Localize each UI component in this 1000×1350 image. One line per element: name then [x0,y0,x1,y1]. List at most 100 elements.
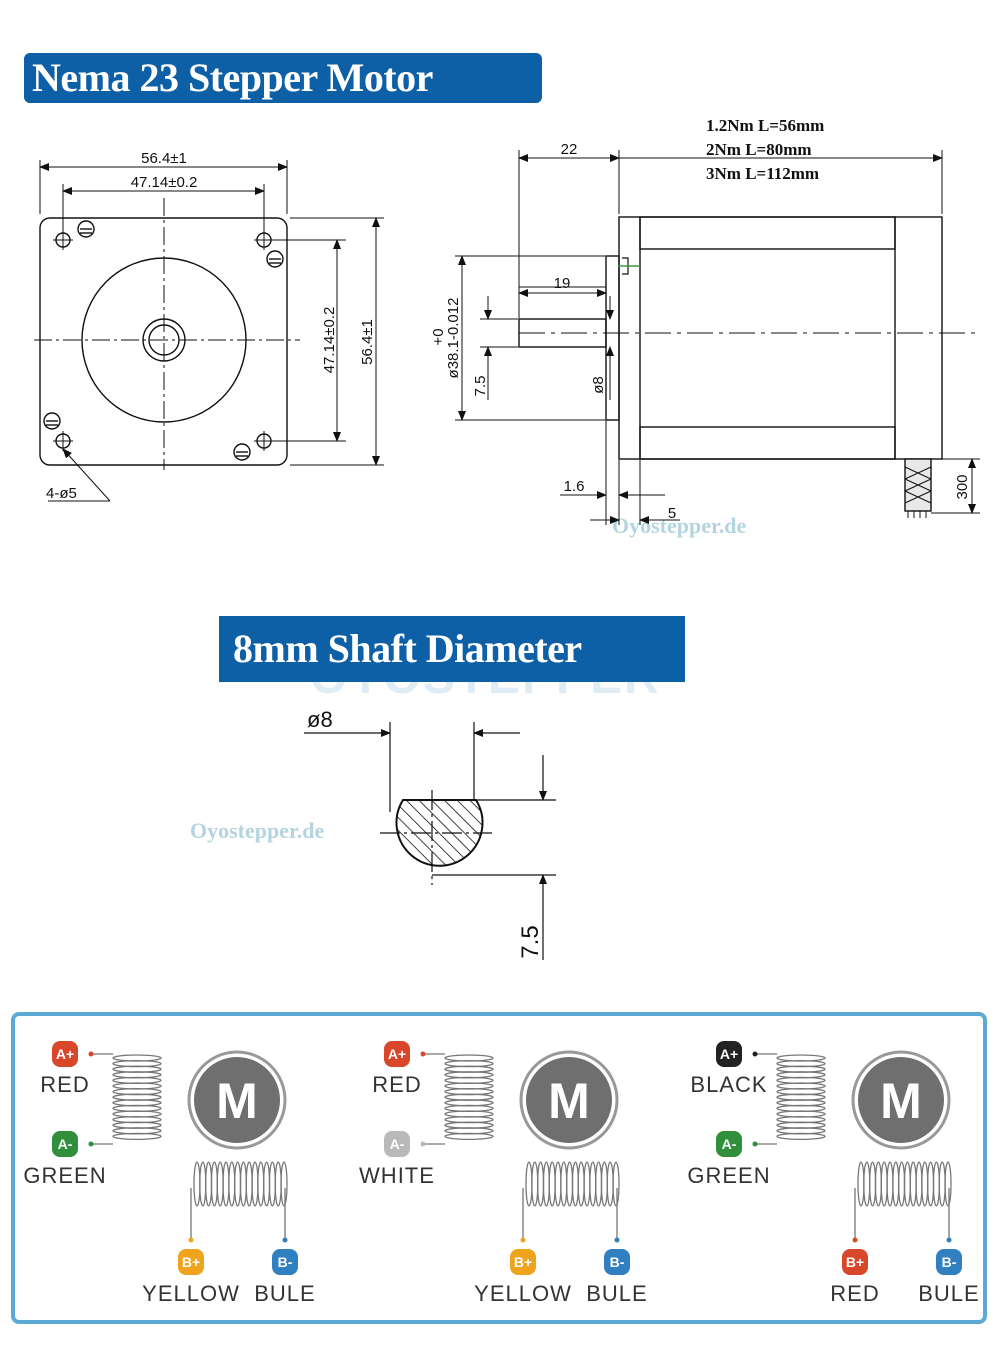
a-minus-label: WHITE [359,1163,435,1188]
motor-letter: M [880,1073,922,1129]
boss-tolerance-label: +0 [430,328,447,345]
b-minus-dot [946,1237,952,1243]
b-plus-label: YELLOW [474,1281,572,1306]
motor-icon: M [519,1050,619,1150]
a-plus-label: RED [372,1072,421,1097]
coil-b [854,1161,952,1238]
wiring-diagrams: M A+ RED A- GREEN B+ YELLOW B- BULE M A+ RED A- WHITE… [23,1041,979,1306]
badge-text: B+ [514,1254,532,1270]
badge-text: B+ [846,1254,864,1270]
mounting-hole-br [254,431,274,451]
a-plus-dot [88,1051,94,1057]
b-plus-badge: B+ [178,1249,204,1275]
flat-length-label: 19 [554,275,571,292]
badge-text: A+ [720,1046,738,1062]
b-plus-dot [852,1237,858,1243]
badge-text: B- [278,1254,293,1270]
boss-diameter-label: ø38.1-0.012 [445,298,462,379]
a-plus-badge: A+ [716,1041,742,1067]
motor-diagram-banner: Nema 23 Stepper Motor Diagram [24,53,542,150]
wiring-group-2: M A+ RED A- WHITE B+ YELLOW B- BULE [359,1041,647,1306]
side-view [455,150,980,525]
coil-b [522,1161,620,1238]
badge-text: B- [942,1254,957,1270]
screw-br [233,443,251,461]
screw-tl [77,220,95,238]
b-minus-badge: B- [272,1249,298,1275]
a-plus-badge: A+ [384,1041,410,1067]
shaft-cross-section [304,722,556,960]
boss-height-label: 1.6 [564,478,585,495]
motor-icon: M [187,1050,287,1150]
badge-text: A- [58,1136,73,1152]
b-minus-label: BULE [254,1281,315,1306]
mounting-hole-bl [53,431,73,451]
a-minus-dot [752,1141,758,1147]
front-height-label: 56.4±1 [359,319,376,365]
badge-text: A+ [56,1046,74,1062]
motor-icon: M [851,1050,951,1150]
b-plus-badge: B+ [842,1249,868,1275]
screw-bl [43,412,61,430]
a-minus-label: GREEN [687,1163,770,1188]
b-minus-label: BULE [586,1281,647,1306]
b-minus-dot [614,1237,620,1243]
badge-text: A- [390,1136,405,1152]
wiring-group-1: M A+ RED A- GREEN B+ YELLOW B- BULE [23,1041,315,1306]
front-hole-spacing-v-label: 47.14±0.2 [321,307,338,374]
a-minus-badge: A- [52,1131,78,1157]
section-diameter-label: ø8 [307,707,333,732]
flat-depth-label: 7.5 [472,376,489,397]
b-plus-dot [188,1237,194,1243]
b-plus-badge: B+ [510,1249,536,1275]
flange-thickness-label: 5 [668,505,676,522]
mounting-hole-tl [53,230,73,250]
motor-letter: M [216,1073,258,1129]
badge-text: B- [610,1254,625,1270]
coil-a [757,1053,826,1145]
b-minus-label: BULE [918,1281,979,1306]
spec-line-1: 1.2Nm L=56mm [706,116,824,135]
front-width-label: 56.4±1 [141,150,187,167]
badge-text: A+ [388,1046,406,1062]
b-plus-dot [520,1237,526,1243]
coil-a [93,1053,162,1145]
motor-letter: M [548,1073,590,1129]
front-hole-spacing-h-label: 47.14±0.2 [131,174,198,191]
badge-text: B+ [182,1254,200,1270]
spec-line-3: 3Nm L=112mm [706,164,819,183]
wiring-panel: M A+ RED A- GREEN B+ YELLOW B- BULE M A+ RED A- WHITE… [11,1012,987,1324]
a-plus-label: BLACK [690,1072,767,1097]
b-minus-badge: B- [604,1249,630,1275]
a-plus-badge: A+ [52,1041,78,1067]
a-minus-badge: A- [716,1131,742,1157]
wiring-group-3: M A+ BLACK A- GREEN B+ RED B- BULE [687,1041,979,1306]
mounting-hole-tr [254,230,274,250]
lead-length-label: 300 [954,474,971,499]
section-flat-label: 7.5 [517,925,544,958]
a-minus-label: GREEN [23,1163,106,1188]
holes-label: 4-ø5 [46,485,77,502]
a-minus-dot [420,1141,426,1147]
coil-a [425,1053,494,1145]
b-minus-badge: B- [936,1249,962,1275]
coil-b [190,1161,288,1238]
a-minus-badge: A- [384,1131,410,1157]
spec-line-2: 2Nm L=80mm [706,140,812,159]
shaft-length-label: 22 [561,141,578,158]
a-minus-dot [88,1141,94,1147]
shaft-diameter-banner: 8mm Shaft Diameter [219,616,685,682]
badge-text: A- [722,1136,737,1152]
a-plus-dot [752,1051,758,1057]
a-plus-label: RED [40,1072,89,1097]
watermark-1: Oyostepper.de [612,513,747,538]
technical-drawing: 56.4±1 47.14±0.2 47.14±0.2 56.4±1 4-ø5 [34,116,980,960]
b-plus-label: YELLOW [142,1281,240,1306]
screw-tr [266,250,284,268]
shaft-diameter-label: ø8 [590,376,607,394]
b-plus-label: RED [830,1281,879,1306]
watermark-2: Oyostepper.de [190,818,325,843]
b-minus-dot [282,1237,288,1243]
a-plus-dot [420,1051,426,1057]
front-view [34,160,384,502]
